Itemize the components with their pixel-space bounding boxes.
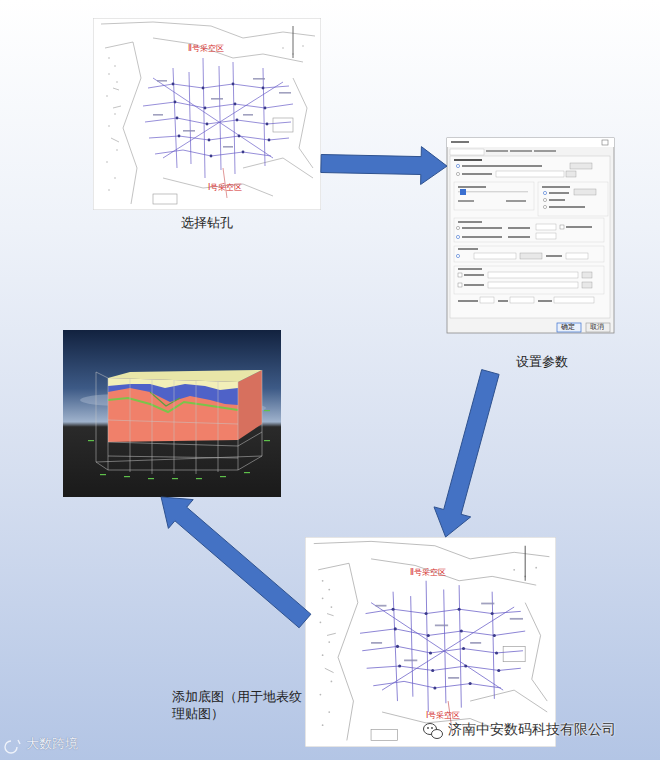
step-panel xyxy=(63,330,281,497)
map-label: Ⅰ号采空区 xyxy=(426,711,460,721)
map-label: Ⅱ号采空区 xyxy=(188,44,224,54)
watermark: 大数跨境 xyxy=(26,736,78,752)
button-label: 取消 xyxy=(590,323,604,331)
step-caption: 添加底图（用于地表纹理贴图） xyxy=(172,688,306,722)
map-label: Ⅱ号采空区 xyxy=(410,568,446,578)
step-caption: 设置参数 xyxy=(497,353,587,370)
step-panel: 设置参数 xyxy=(447,138,614,372)
watermark: 济南中安数码科技有限公司 xyxy=(448,721,616,738)
flow-arrow xyxy=(321,147,447,185)
flow-arrow xyxy=(161,497,311,628)
button-label: 确定 xyxy=(561,323,575,331)
map-label: Ⅰ号采空区 xyxy=(208,183,242,193)
flow-arrow xyxy=(434,370,499,537)
step-caption: 选择钻孔 xyxy=(93,214,321,231)
